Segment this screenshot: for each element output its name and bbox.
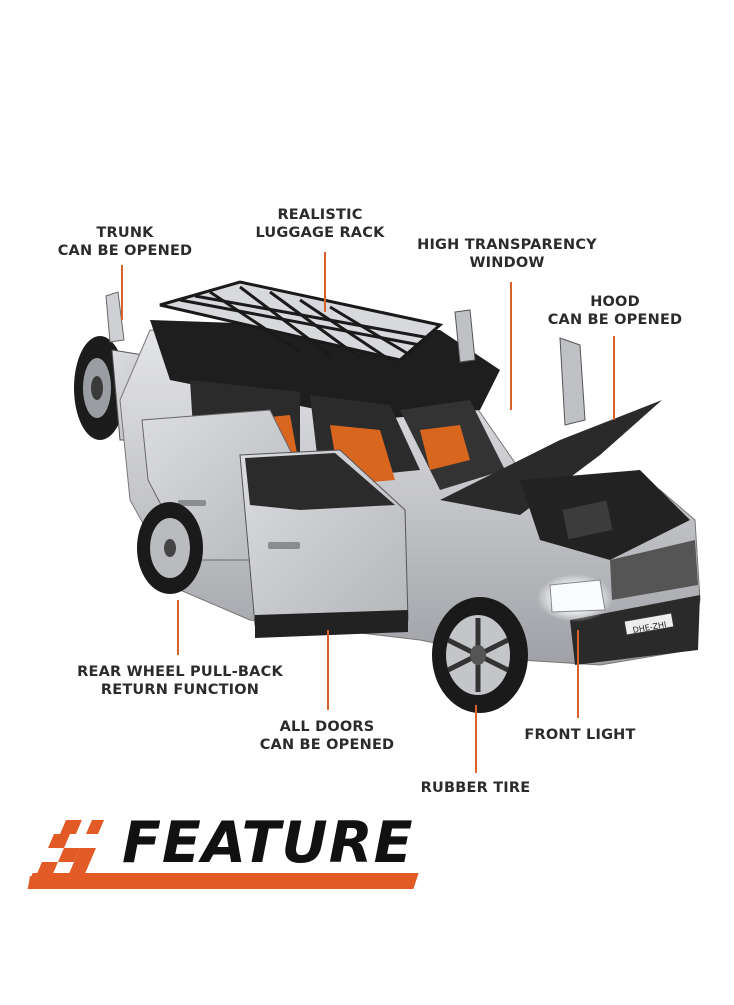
window-callout-line (510, 282, 512, 410)
luggage-rack (159, 280, 444, 362)
hood-callout-line (613, 336, 615, 420)
feature-underline-bar (27, 873, 419, 889)
feature-title: FEATURE (122, 810, 414, 876)
open-hood (440, 400, 662, 515)
tire-callout-line (475, 705, 477, 773)
front-light-label: FRONT LIGHT (524, 727, 636, 743)
tire-label: RUBBER TIRE (420, 780, 531, 796)
headlight (549, 579, 606, 613)
trunk-callout-line (121, 265, 123, 320)
front-wheel (432, 597, 528, 713)
front-grille (610, 540, 698, 600)
rear-wheel (137, 502, 203, 594)
front-light-callout-line (577, 630, 579, 718)
rear-wheel-callout-line (177, 600, 179, 655)
rack-callout-line (324, 252, 326, 312)
doors-callout-line (327, 630, 329, 710)
